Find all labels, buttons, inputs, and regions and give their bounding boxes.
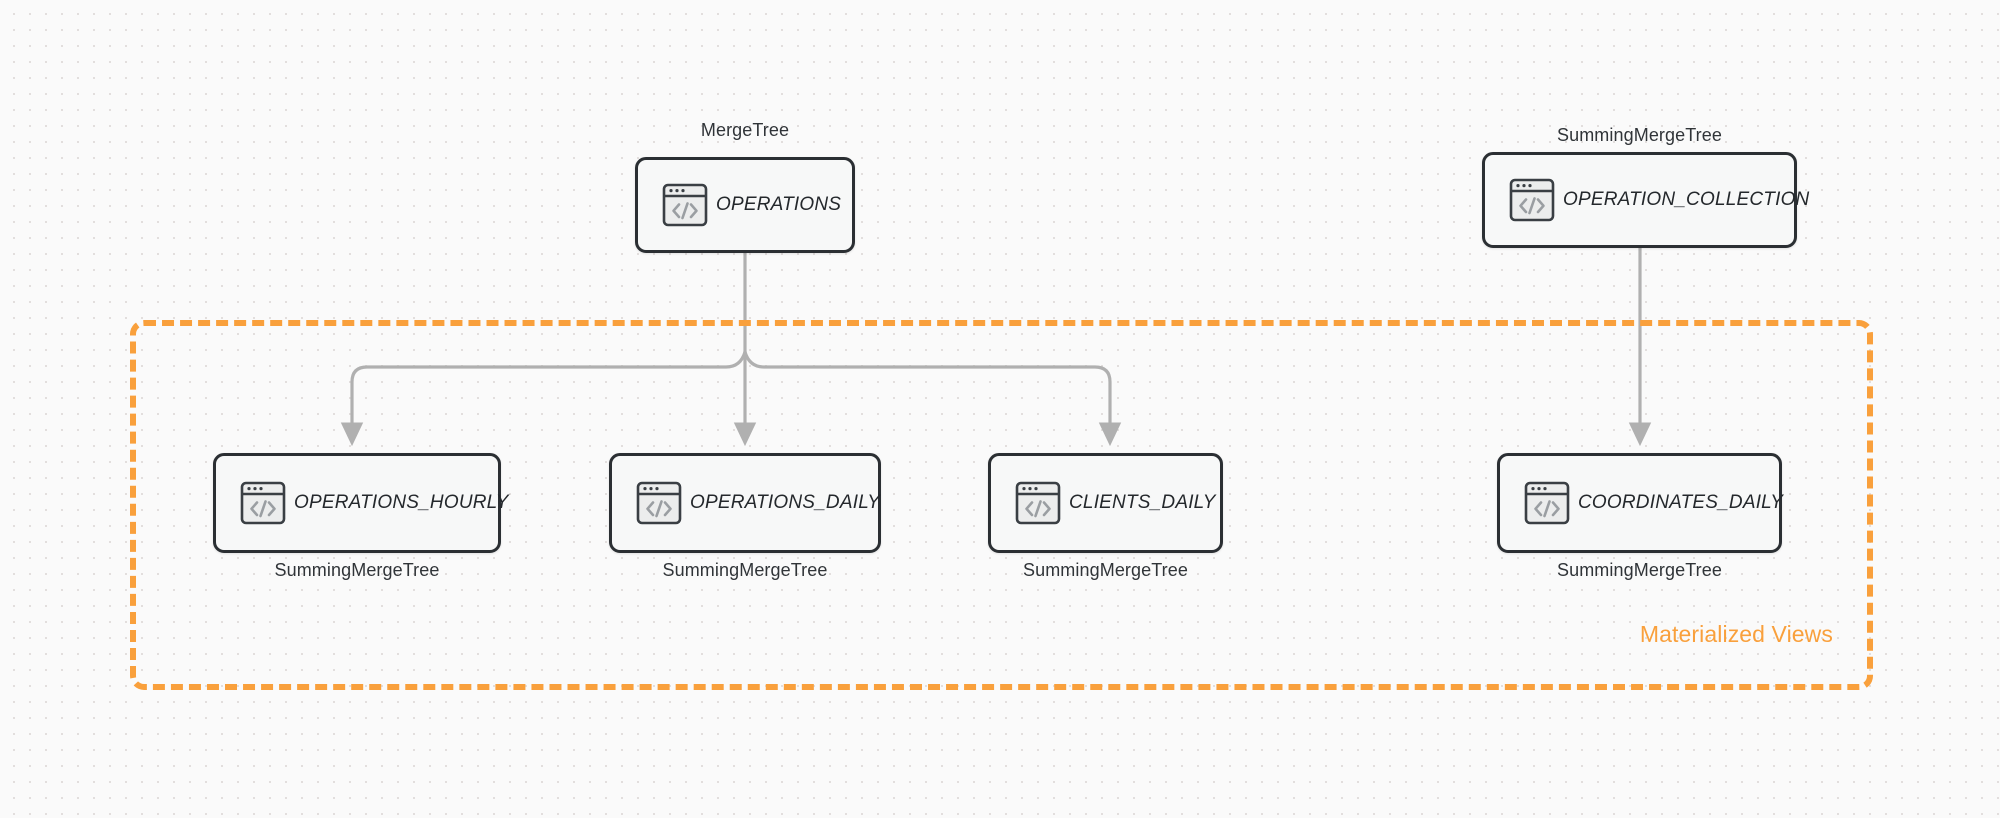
node-label-coordinates-daily: COORDINATES_DAILY [1578, 492, 1784, 513]
node-label-clients-daily: CLIENTS_DAILY [1069, 492, 1216, 513]
node-clients-daily[interactable]: CLIENTS_DAILY [988, 453, 1223, 553]
engine-caption-clients-daily: SummingMergeTree [1023, 560, 1188, 580]
node-operations-daily[interactable]: OPERATIONS_DAILY [609, 453, 881, 553]
code-window-icon [1524, 481, 1570, 525]
code-window-icon [1509, 178, 1555, 222]
node-label-operations-daily: OPERATIONS_DAILY [690, 492, 881, 513]
node-operations-hourly[interactable]: OPERATIONS_HOURLY [213, 453, 508, 553]
materialized-views-group: Materialized Views [130, 320, 1873, 690]
engine-caption-operation-collection: SummingMergeTree [1557, 125, 1722, 145]
code-window-icon [636, 481, 682, 525]
materialized-views-group-label: Materialized Views [1639, 621, 1833, 647]
node-coordinates-daily[interactable]: COORDINATES_DAILY [1497, 453, 1783, 553]
engine-caption-operations: MergeTree [700, 120, 790, 140]
node-operations[interactable]: OPERATIONS [635, 157, 855, 253]
node-label-operations: OPERATIONS [716, 194, 842, 215]
code-window-icon [1015, 481, 1061, 525]
node-label-operation-collection: OPERATION_COLLECTION [1563, 189, 1810, 210]
code-window-icon [662, 183, 708, 227]
node-label-operations-hourly: OPERATIONS_HOURLY [294, 492, 509, 513]
engine-caption-coordinates-daily: SummingMergeTree [1557, 560, 1722, 580]
node-operation-collection[interactable]: OPERATION_COLLECTION [1482, 152, 1809, 248]
code-window-icon [240, 481, 286, 525]
engine-caption-operations-hourly: SummingMergeTree [274, 560, 440, 580]
engine-caption-operations-daily: SummingMergeTree [662, 560, 828, 580]
